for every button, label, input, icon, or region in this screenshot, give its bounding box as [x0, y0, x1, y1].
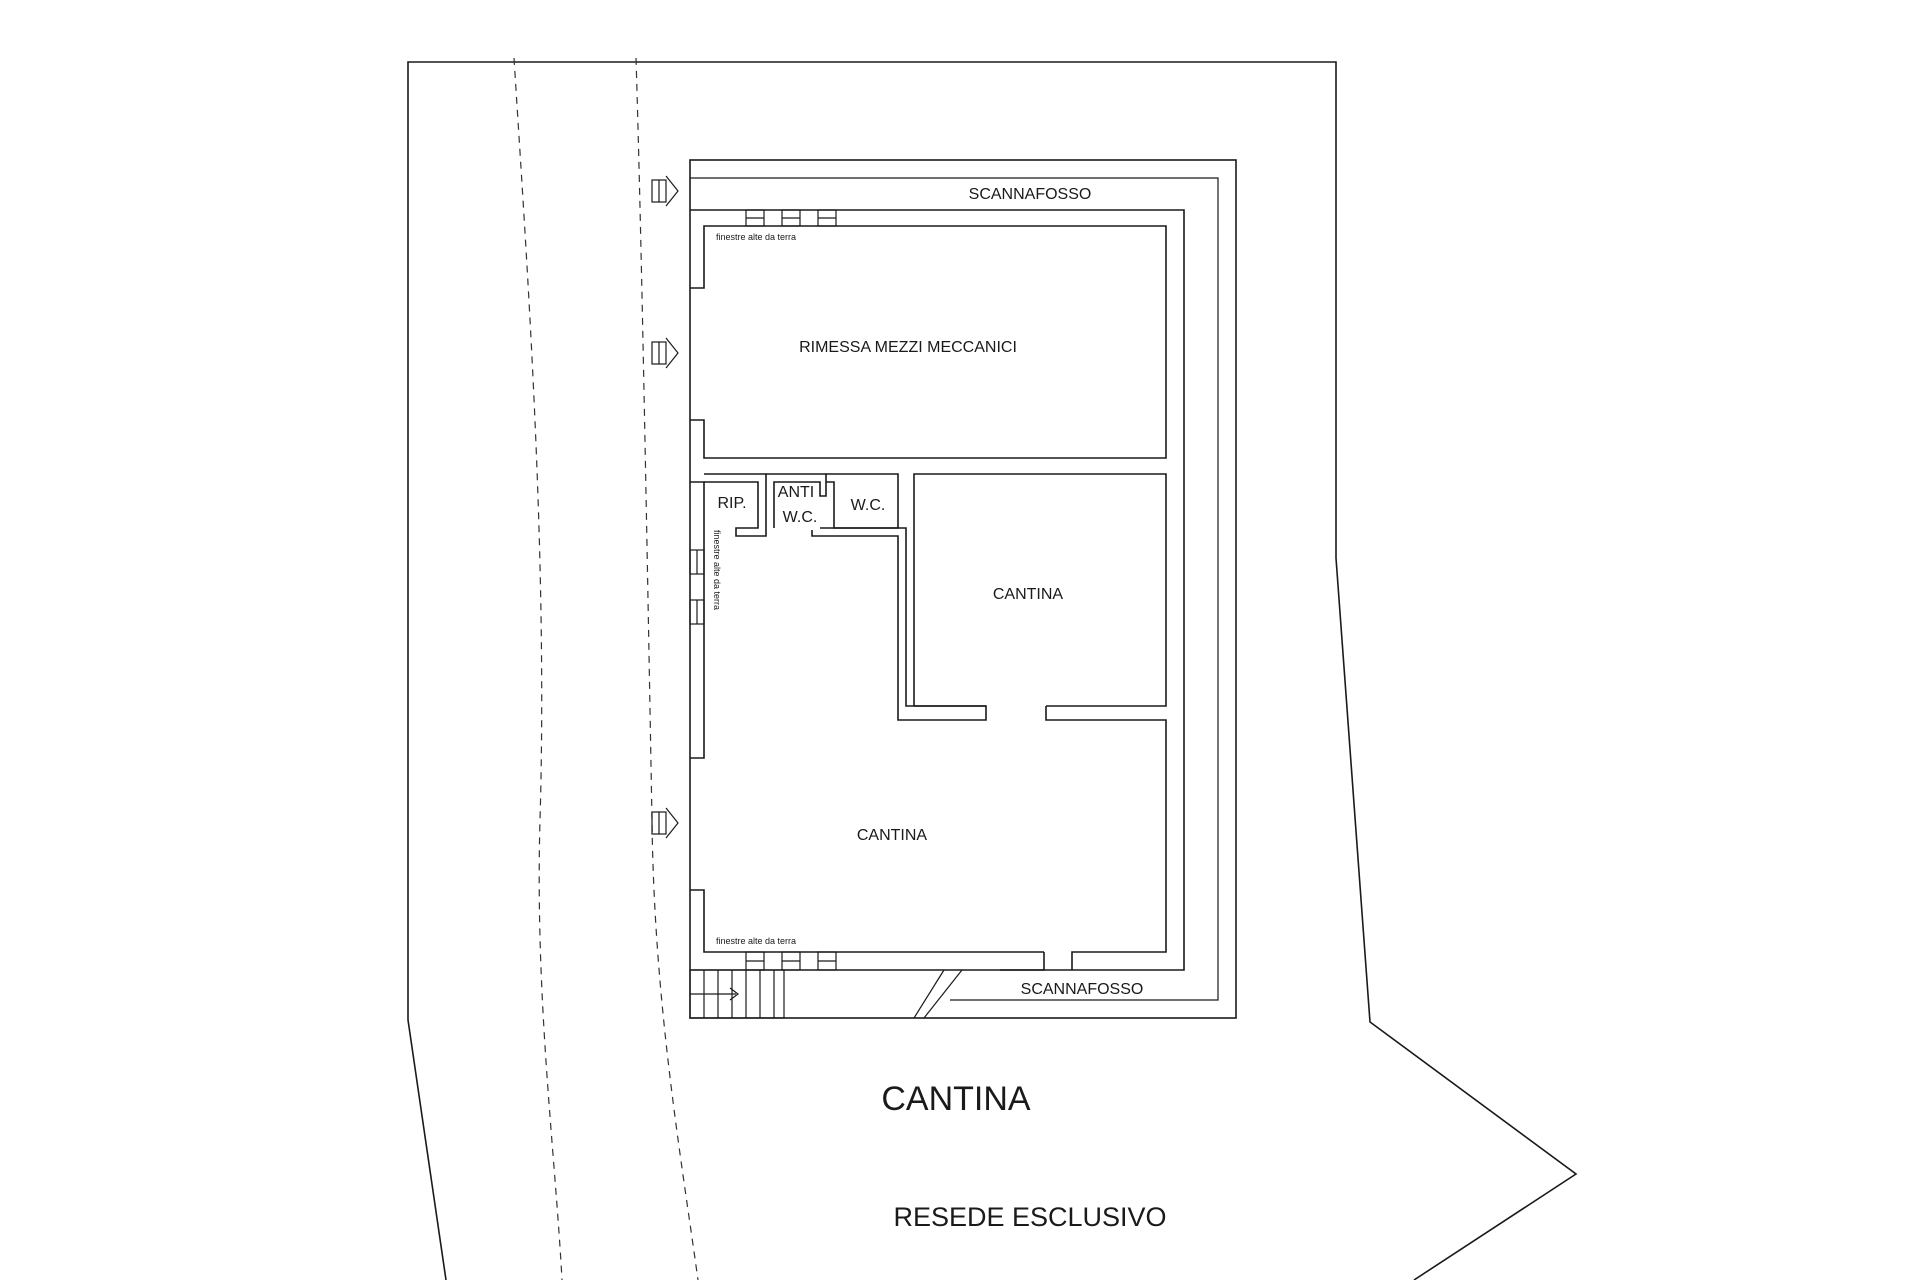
resede-label: RESEDE ESCLUSIVO — [893, 1202, 1166, 1232]
cantina-right-walls — [913, 473, 1167, 707]
finestre-bottom-label: finestre alte da terra — [716, 936, 796, 946]
cantina-right-label: CANTINA — [993, 586, 1064, 603]
wc-walls — [826, 473, 899, 529]
scannafosso-inner — [690, 177, 1219, 1001]
cantina-main-label: CANTINA — [857, 827, 928, 844]
plan-title: CANTINA — [881, 1080, 1031, 1118]
building-outer-wall — [690, 209, 1185, 971]
drain-symbol-1 — [651, 175, 679, 207]
rimessa-walls — [690, 225, 1167, 459]
building-wall-bottom-right — [1045, 706, 1167, 970]
stair-symbol — [689, 969, 785, 1019]
windows-top — [745, 209, 837, 227]
scannafosso-bottom-label: SCANNAFOSSO — [1021, 981, 1144, 998]
ramp-line-1 — [913, 969, 945, 1019]
scannafosso-top-label: SCANNAFOSSO — [969, 186, 1092, 203]
building-wall-bottom — [690, 952, 1045, 971]
rimessa-label: RIMESSA MEZZI MECCANICI — [799, 339, 1017, 356]
anti-wc-bottom — [811, 527, 987, 721]
wc-label: W.C. — [851, 497, 886, 514]
drain-symbol-2 — [651, 337, 679, 369]
anti-wc-label-line1: ANTI — [778, 484, 814, 501]
drain-symbol-3 — [651, 807, 679, 839]
ramp-line-2 — [923, 969, 963, 1019]
finestre-top-label: finestre alte da terra — [716, 232, 796, 242]
ripostiglio-walls — [704, 473, 767, 537]
scannafosso-outer — [689, 159, 1237, 1019]
finestre-side-label: finestre alte da terra — [712, 530, 722, 610]
windows-side — [689, 549, 705, 625]
windows-bottom — [745, 951, 837, 971]
west-wall-bottom — [690, 889, 1044, 953]
property-boundary — [407, 61, 1578, 1280]
dashed-boundary-left — [513, 57, 563, 1280]
anti-wc-label-line2: W.C. — [783, 509, 818, 526]
ripostiglio-label: RIP. — [717, 495, 746, 512]
dashed-boundary-right — [635, 57, 699, 1280]
